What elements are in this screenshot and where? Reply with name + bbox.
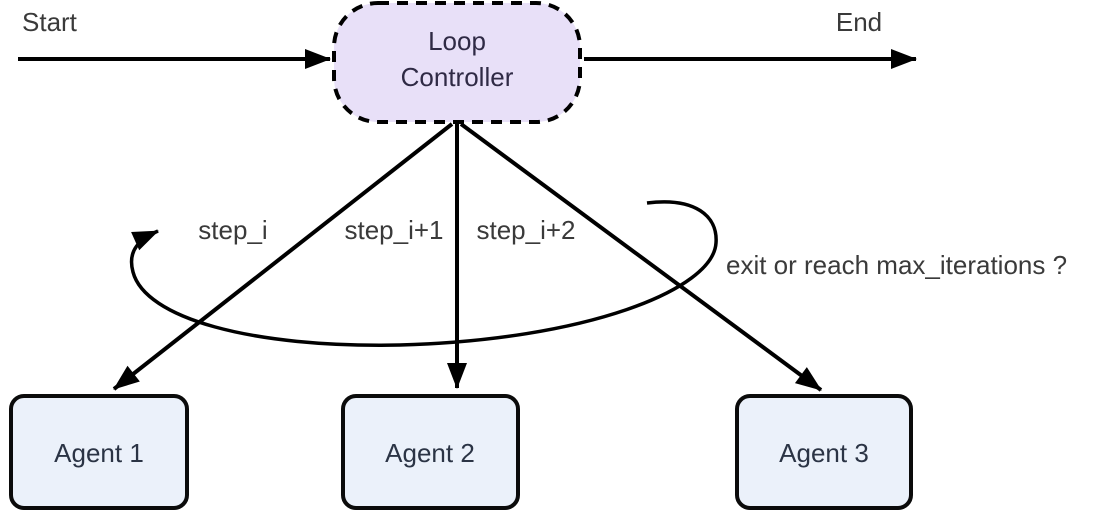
node-agent-3: Agent 3 bbox=[735, 394, 913, 510]
agent-2-label: Agent 2 bbox=[385, 438, 475, 468]
node-agent-2: Agent 2 bbox=[341, 394, 520, 510]
node-agent-1: Agent 1 bbox=[9, 394, 189, 510]
start-label: Start bbox=[22, 7, 78, 37]
edges-group bbox=[18, 49, 917, 392]
loop-controller-shape bbox=[332, 1, 582, 124]
end-label: End bbox=[836, 7, 882, 37]
loop-controller-label-line1: Loop bbox=[428, 26, 486, 56]
node-loop-controller: Loop Controller bbox=[332, 1, 582, 124]
loop-back-edge bbox=[129, 200, 718, 347]
edge-label-step-i-plus-1: step_i+1 bbox=[344, 215, 443, 245]
agent-1-shape bbox=[9, 394, 189, 510]
agent-3-shape bbox=[735, 394, 913, 510]
loop-controller-label-line2: Controller bbox=[401, 62, 514, 92]
edge-label-step-i: step_i bbox=[198, 215, 267, 245]
edge-label-step-i-plus-2: step_i+2 bbox=[476, 215, 575, 245]
agent-1-label: Agent 1 bbox=[54, 438, 144, 468]
edge-step-i-to-agent-1 bbox=[112, 122, 454, 391]
agent-3-label: Agent 3 bbox=[779, 438, 869, 468]
loop-exit-condition-label: exit or reach max_iterations ? bbox=[726, 250, 1067, 280]
edge-step-i2-to-agent-3 bbox=[459, 122, 823, 392]
agent-2-shape bbox=[341, 394, 520, 510]
